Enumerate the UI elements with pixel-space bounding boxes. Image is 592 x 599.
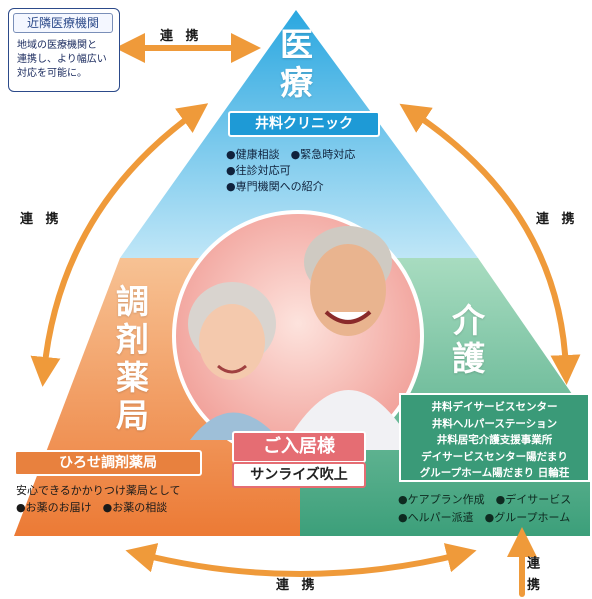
care-facility-item: 井料デイサービスセンター — [431, 401, 558, 413]
care-facilities-box: 井料デイサービスセンター 井料ヘルパーステーション 井料居宅介護支援事業所 デイ… — [399, 393, 590, 482]
medical-service-item: ●往診対応可 — [226, 164, 291, 177]
care-service-line: ●ケアプラン作成 ●デイサービス — [398, 493, 572, 506]
care-facility-item: デイサービスセンター陽だまり — [421, 450, 568, 463]
care-facility-item: 井料ヘルパーステーション — [431, 417, 558, 430]
medical-title-char-2: 療 — [280, 63, 313, 102]
neighbor-institution-description: 地域の医療機関と 連携し、より幅広い 対応を可能に。 — [17, 40, 107, 79]
medical-service-item: ●専門機関への紹介 — [226, 180, 324, 193]
neighbor-institution-title: 近隣医療機関 — [13, 13, 113, 33]
pharmacy-title-char-1: 調 — [116, 282, 149, 321]
link-label-bottom: 連 携 — [276, 578, 319, 593]
care-facility-item: グループホーム陽だまり 日輪荘 — [419, 467, 570, 479]
pharmacy-desc-line: 安心できるかかりつけ薬局として — [16, 484, 181, 497]
care-title-char-2: 護 — [452, 339, 485, 378]
care-facility-item: 井料居宅介護支援事業所 — [436, 434, 553, 446]
pharmacy-name-label: ひろせ調剤薬局 — [14, 450, 202, 476]
medical-services-list: ●健康相談 ●緊急時対応 ●往診対応可 ●専門機関への紹介 — [226, 147, 355, 195]
arrow-pharmacy-care — [125, 543, 477, 577]
arrow-medical-pharmacy — [30, 103, 209, 387]
medical-service-item: ●健康相談 ●緊急時対応 — [226, 148, 356, 161]
pharmacy-description: 安心できるかかりつけ薬局として ●お薬のお届け ●お薬の相談 — [16, 482, 181, 516]
medical-title: 医 療 — [280, 26, 313, 102]
link-label-right: 連 携 — [536, 212, 579, 227]
pharmacy-title-char-4: 局 — [116, 396, 149, 435]
neighbor-institution-box: 近隣医療機関 地域の医療機関と 連携し、より幅広い 対応を可能に。 — [8, 8, 120, 92]
care-title: 介 護 — [452, 302, 485, 378]
care-services-list: ●ケアプラン作成 ●デイサービス ●ヘルパー派遣 ●グループホーム — [398, 491, 571, 527]
pharmacy-title: 調 剤 薬 局 — [116, 283, 149, 435]
link-label-bottom-right: 連 携 — [524, 556, 539, 593]
resident-label: ご入居様 — [232, 431, 366, 463]
pharmacy-desc-line: ●お薬のお届け ●お薬の相談 — [16, 501, 168, 514]
link-label-top: 連 携 — [160, 29, 203, 44]
clinic-name-label: 井料クリニック — [228, 111, 380, 137]
care-title-char-1: 介 — [452, 301, 485, 340]
care-service-line: ●ヘルパー派遣 ●グループホーム — [398, 511, 571, 524]
medical-title-char-1: 医 — [280, 25, 313, 64]
pharmacy-title-char-3: 薬 — [116, 358, 149, 397]
resident-facility-label: サンライズ吹上 — [232, 462, 366, 488]
link-label-left: 連 携 — [20, 212, 63, 227]
pharmacy-title-char-2: 剤 — [116, 320, 149, 359]
elderly-couple-illustration — [188, 226, 416, 450]
arrow-medical-care — [399, 103, 581, 385]
